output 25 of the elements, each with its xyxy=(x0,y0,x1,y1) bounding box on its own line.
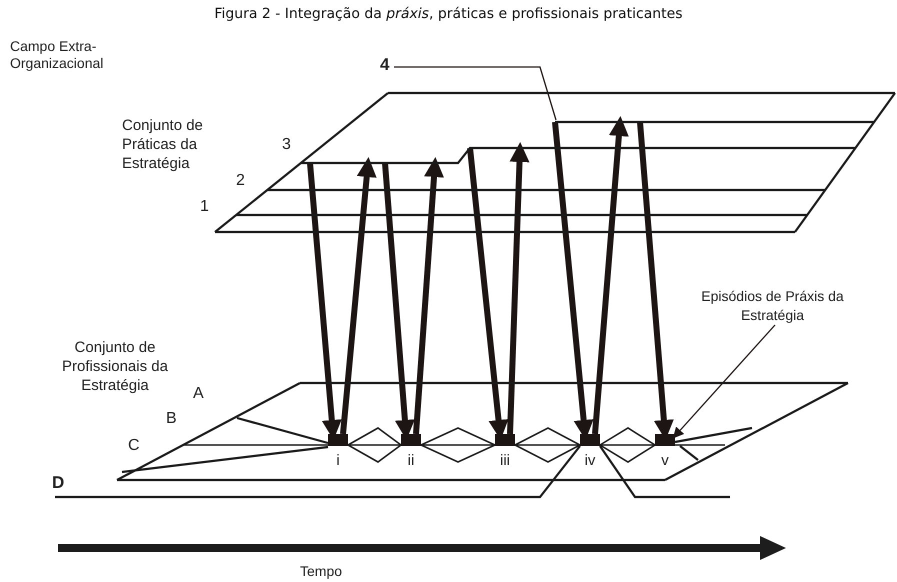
episode-numeral: ii xyxy=(406,452,416,469)
episode-numeral: i xyxy=(335,452,341,469)
leader-line xyxy=(672,324,776,438)
layer-letter: D xyxy=(52,474,66,491)
arrow xyxy=(340,157,377,434)
figure-title: Figura 2 - Integração da práxis, práticas e profissionais praticantes xyxy=(213,6,684,23)
plane-title: Conjunto de Práticas da Estratégia xyxy=(122,116,204,173)
layer-number: 4 xyxy=(380,56,390,73)
layer-letter: C xyxy=(128,437,141,454)
arrow xyxy=(413,157,444,434)
leader-line xyxy=(394,66,557,120)
episode-numeral: iii xyxy=(499,452,511,469)
axis-label: Tempo xyxy=(300,563,344,580)
region-label: Campo Extra-Organizacional xyxy=(10,38,104,72)
layer-letter: B xyxy=(166,410,178,427)
layer-number: 2 xyxy=(236,172,246,189)
episode-numeral: iv xyxy=(584,452,596,469)
callout-text: Episódios de Práxis da Estratégia xyxy=(700,287,845,325)
episode-numeral: v xyxy=(660,452,670,469)
plane-title: Conjunto de Profissionais da Estratégia xyxy=(61,338,169,395)
arrow xyxy=(592,116,629,434)
layer-letter: A xyxy=(193,385,205,402)
layer-number: 3 xyxy=(282,136,292,153)
arrow xyxy=(507,142,530,434)
layer-number: 1 xyxy=(200,198,210,215)
